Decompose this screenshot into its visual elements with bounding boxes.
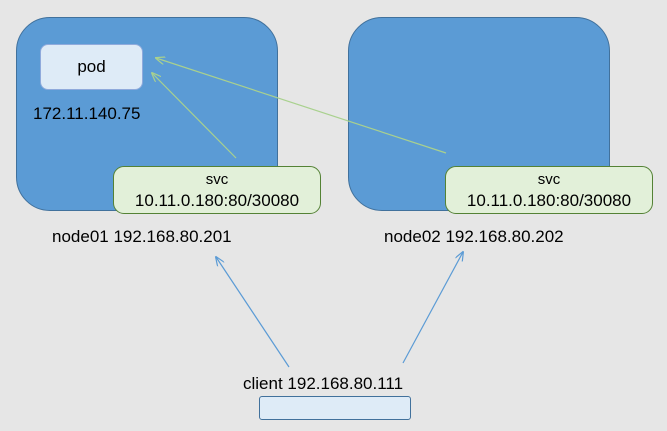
client-to-node01-arrow: [216, 257, 290, 368]
node02-svc-address: 10.11.0.180:80/30080: [466, 191, 632, 210]
node01-svc-label: svc: [205, 171, 229, 188]
node01-label: node01 192.168.80.201: [52, 227, 232, 246]
node01-svc-address: 10.11.0.180:80/30080: [134, 191, 300, 210]
node02-svc-label: svc: [537, 171, 561, 188]
pod-box: pod: [40, 44, 143, 90]
node01-svc-box: svc 10.11.0.180:80/30080: [113, 166, 321, 214]
client-to-node02-arrow: [402, 252, 463, 364]
client-label: client 192.168.80.111: [243, 374, 404, 393]
pod-label: pod: [77, 57, 106, 76]
node02-label: node02 192.168.80.202: [384, 227, 564, 246]
pod-ip: 172.11.140.75: [33, 104, 141, 123]
client-box: [259, 396, 411, 420]
node02-svc-box: svc 10.11.0.180:80/30080: [445, 166, 653, 214]
